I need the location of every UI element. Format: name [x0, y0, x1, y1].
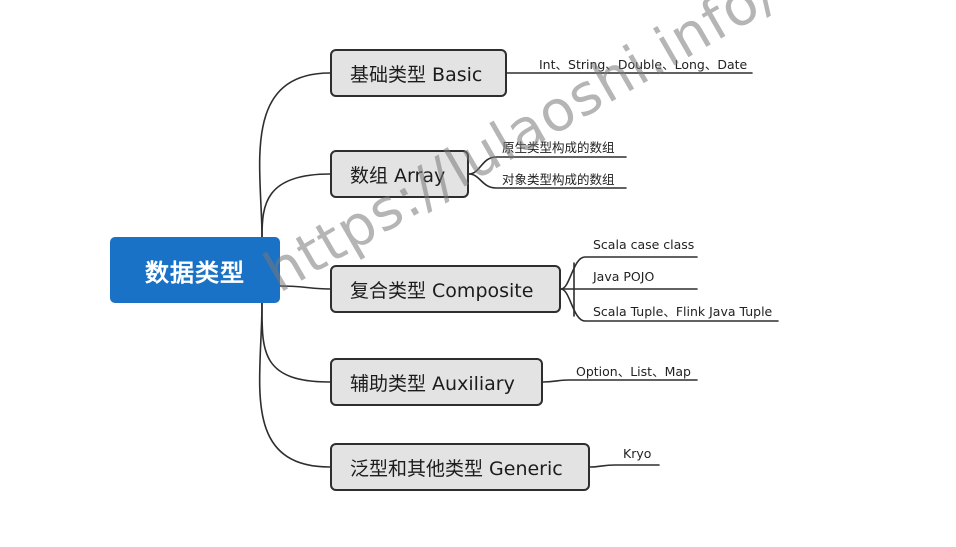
connector-auxiliary-child	[542, 379, 698, 383]
connector-root-auxiliary	[261, 302, 331, 383]
subtopic-kryo[interactable]: Kryo	[623, 446, 652, 461]
connector-generic-child	[589, 464, 660, 468]
connector-composite-child-1	[560, 256, 698, 290]
topic-array[interactable]: 数组 Array	[330, 150, 469, 198]
topic-composite[interactable]: 复合类型 Composite	[330, 265, 561, 313]
topic-generic[interactable]: 泛型和其他类型 Generic	[330, 443, 590, 491]
connector-array-child-2	[468, 173, 627, 189]
connector-composite-child-3	[560, 288, 779, 322]
topic-basic[interactable]: 基础类型 Basic	[330, 49, 507, 97]
subtopic-scala-case-class[interactable]: Scala case class	[593, 237, 695, 252]
connector-array-child-1	[468, 156, 627, 175]
subtopic-java-pojo[interactable]: Java POJO	[593, 269, 655, 284]
subtopic-tuples[interactable]: Scala Tuple、Flink Java Tuple	[593, 304, 773, 319]
subtopic-native-array[interactable]: 原生类型构成的数组	[502, 140, 615, 155]
topic-auxiliary[interactable]: 辅助类型 Auxiliary	[330, 358, 543, 406]
subtopic-basic-types[interactable]: Int、String、Double、Long、Date	[539, 57, 748, 72]
connector-root-basic	[258, 72, 331, 238]
subtopic-option-list-map[interactable]: Option、List、Map	[576, 364, 691, 379]
connector-root-array	[261, 173, 331, 238]
connector-root-composite	[279, 285, 331, 290]
root-node-data-types[interactable]: 数据类型	[110, 237, 280, 303]
connector-root-generic	[258, 302, 331, 468]
subtopic-object-array[interactable]: 对象类型构成的数组	[502, 172, 615, 187]
